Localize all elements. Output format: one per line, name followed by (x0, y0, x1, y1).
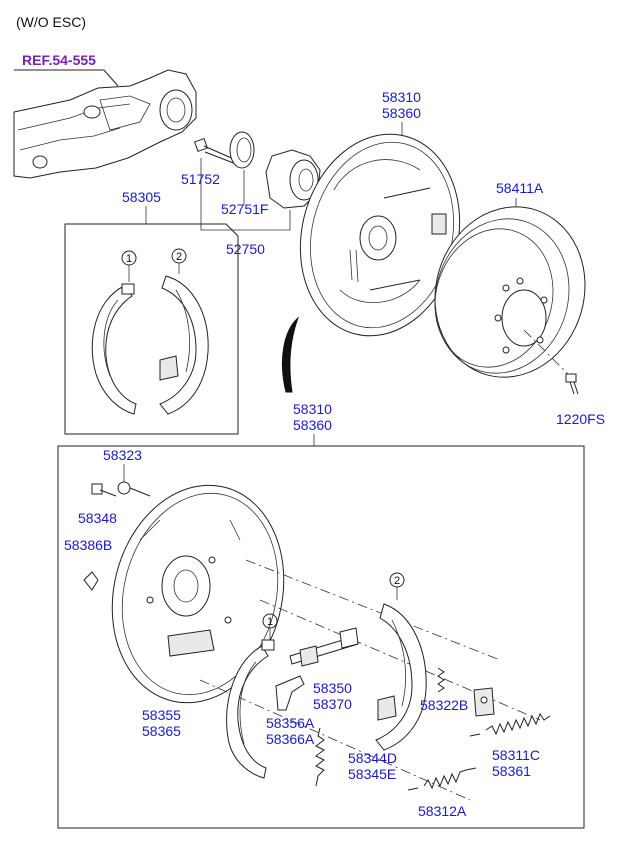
hold-down-spring (437, 667, 445, 693)
label-58310-mid: 58310 (293, 401, 332, 417)
label-58360-top: 58360 (382, 105, 421, 121)
arrow-pointer (281, 316, 300, 393)
callout-1-top: 1 (126, 253, 132, 265)
upper-return-spring (469, 712, 551, 737)
adjuster-strut (289, 627, 359, 667)
label-52750: 52750 (226, 241, 265, 257)
callout-2-bottom: 2 (394, 575, 400, 587)
backing-plate (111, 484, 285, 704)
label-58348: 58348 (78, 510, 117, 526)
label-58345E: 58345E (348, 766, 396, 782)
seal-ring (229, 131, 255, 169)
variant-label: (W/O ESC) (16, 14, 86, 30)
brake-shoe-2-top (159, 275, 209, 415)
adjuster-pin (91, 481, 151, 497)
rear-axle-illustration (13, 69, 197, 179)
label-58356A: 58356A (266, 715, 315, 731)
label-58305: 58305 (122, 189, 161, 205)
label-58370: 58370 (313, 696, 352, 712)
label-51752: 51752 (181, 171, 220, 187)
shoe-set-box (64, 223, 239, 435)
label-58360-mid: 58360 (293, 417, 332, 433)
label-58386B: 58386B (64, 537, 112, 553)
brake-shoe-1-top (91, 283, 137, 415)
label-58344D: 58344D (348, 750, 397, 766)
drum-screw (565, 373, 579, 395)
label-58411A: 58411A (496, 180, 544, 196)
return-spring (315, 727, 325, 787)
label-58355: 58355 (142, 707, 181, 723)
label-58322B: 58322B (420, 697, 468, 713)
label-58311C: 58311C (492, 747, 540, 763)
parking-lever (275, 675, 305, 711)
lower-return-spring (407, 767, 477, 791)
callout-2-top: 2 (176, 251, 182, 263)
spring-clip (473, 687, 495, 717)
label-52751F: 52751F (221, 201, 268, 217)
callout-1-bottom: 1 (267, 616, 273, 628)
label-58361: 58361 (492, 763, 531, 779)
label-58365: 58365 (142, 723, 181, 739)
plug (83, 571, 99, 591)
label-1220FS: 1220FS (556, 411, 605, 427)
ref-link[interactable]: REF.54-555 (22, 52, 96, 68)
label-58312A: 58312A (418, 803, 467, 819)
brake-shoe-2 (375, 603, 427, 751)
label-58350: 58350 (313, 680, 352, 696)
label-58310-top: 58310 (382, 89, 421, 105)
backing-plate-assembly (299, 133, 461, 337)
label-58366A: 58366A (266, 731, 315, 747)
label-58323: 58323 (103, 447, 142, 463)
brake-drum (434, 206, 586, 378)
ref-leader (14, 69, 119, 87)
exploded-view-box (57, 445, 585, 829)
brake-shoe-1 (226, 639, 275, 779)
hub-bearing (265, 149, 321, 209)
